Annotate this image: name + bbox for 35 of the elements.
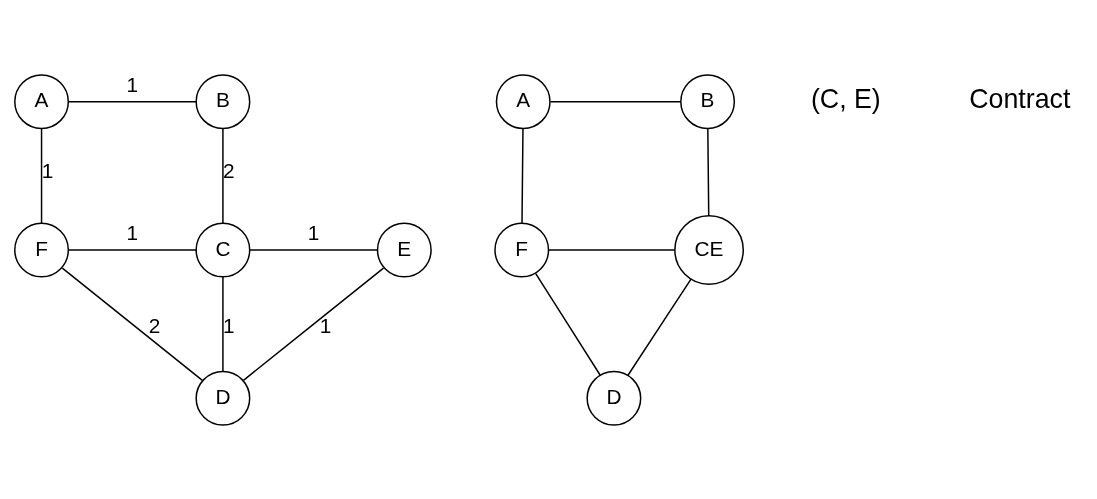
node-circle: F xyxy=(14,222,70,277)
connector xyxy=(248,248,379,251)
connector xyxy=(521,127,524,224)
edge-label: 2 xyxy=(223,158,235,182)
edge-label: 1 xyxy=(126,220,139,244)
edge-label: 1 xyxy=(307,220,320,244)
connector xyxy=(627,277,692,376)
connector xyxy=(242,266,385,381)
node-circle: CE xyxy=(674,214,744,285)
connector xyxy=(548,248,676,251)
connector xyxy=(67,100,197,102)
connector xyxy=(535,272,601,376)
node-circle: A xyxy=(495,73,551,129)
node-circle: A xyxy=(14,73,70,129)
edge-label: 1 xyxy=(41,158,54,182)
edge-label: 1 xyxy=(126,72,139,96)
node-circle: E xyxy=(376,222,432,277)
node-circle: C xyxy=(195,222,251,277)
connector xyxy=(707,127,710,217)
node-circle: F xyxy=(494,222,550,277)
node-circle: B xyxy=(680,73,736,129)
label: Contract xyxy=(969,83,1071,114)
node-circle: B xyxy=(195,73,251,129)
edge-label: 1 xyxy=(223,313,235,337)
connector xyxy=(40,127,43,224)
node-circle: D xyxy=(195,370,251,426)
edge-label: 1 xyxy=(319,313,332,337)
label: (C, E) xyxy=(810,83,881,114)
connector xyxy=(222,127,224,224)
connector xyxy=(222,275,224,372)
connector xyxy=(61,266,204,381)
edge-label: 2 xyxy=(148,313,161,337)
node-circle: D xyxy=(586,370,642,426)
connector xyxy=(549,100,682,102)
connector xyxy=(67,248,197,251)
